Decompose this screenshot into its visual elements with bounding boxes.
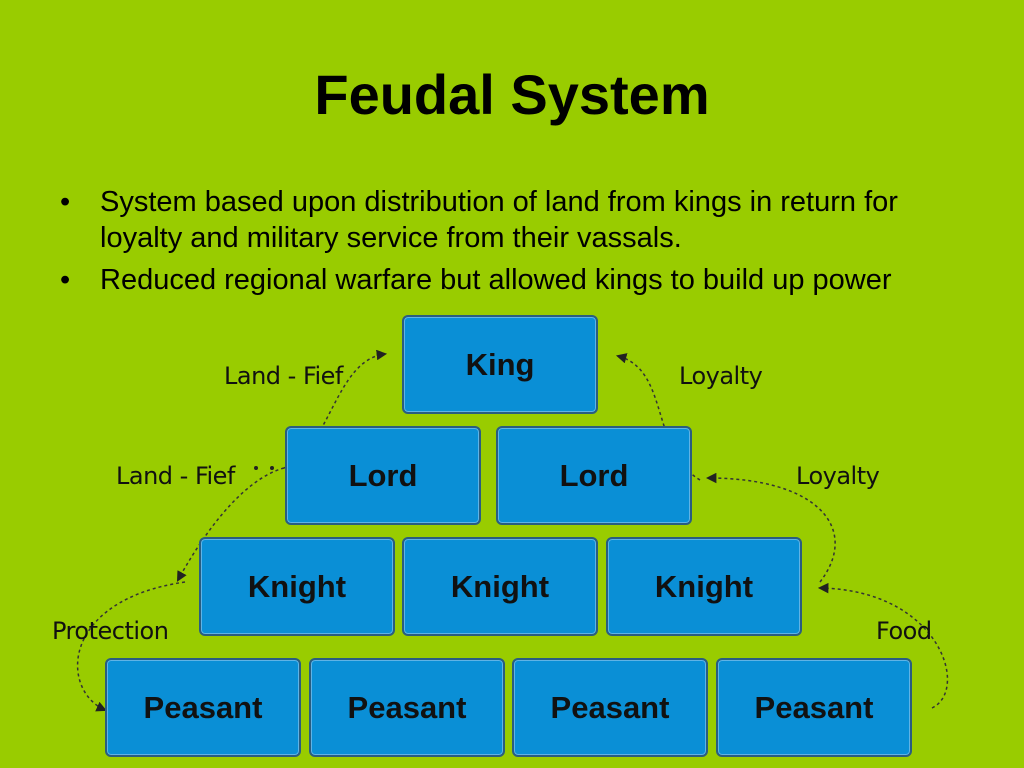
bullet-icon: • (60, 186, 71, 218)
label-loyalty: Loyalty (679, 362, 763, 390)
label-loyalty: Loyalty (796, 462, 880, 490)
node-king: King (402, 315, 598, 414)
bullet-icon: • (60, 264, 71, 296)
label-food: Food (876, 617, 932, 645)
node-knight: Knight (606, 537, 802, 636)
label-protection: Protection (52, 617, 169, 645)
node-knight: Knight (199, 537, 395, 636)
node-peasant: Peasant (512, 658, 708, 757)
label-land-fief: Land - Fief (224, 362, 343, 390)
bullet-text: Reduced regional warfare but allowed kin… (100, 264, 892, 296)
bullet-item: • System based upon distribution of land… (58, 184, 968, 256)
node-lord: Lord (496, 426, 692, 525)
node-knight: Knight (402, 537, 598, 636)
slide-title: Feudal System (314, 63, 710, 126)
node-peasant: Peasant (309, 658, 505, 757)
bullet-item: • Reduced regional warfare but allowed k… (58, 262, 968, 298)
bullet-list: • System based upon distribution of land… (58, 184, 968, 304)
label-land-fief: Land - Fief (116, 462, 235, 490)
bullet-text: System based upon distribution of land f… (100, 186, 898, 254)
node-peasant: Peasant (716, 658, 912, 757)
node-lord: Lord (285, 426, 481, 525)
node-peasant: Peasant (105, 658, 301, 757)
